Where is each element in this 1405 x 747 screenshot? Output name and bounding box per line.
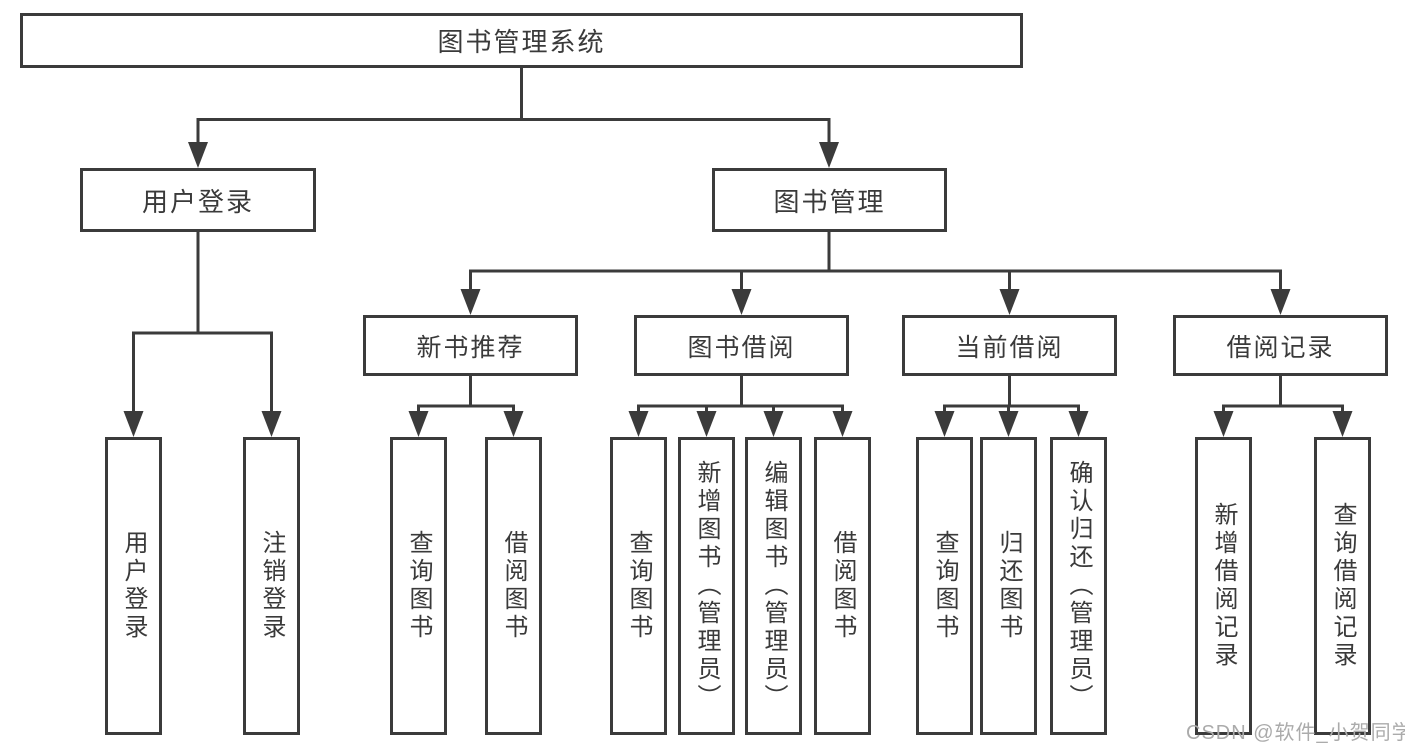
node-book-management: 图书管理 xyxy=(712,168,947,232)
node-library-management-system: 图书管理系统 xyxy=(20,13,1023,68)
leaf-user-login: 用户登录 xyxy=(105,437,162,735)
leaf-query-books-current: 查询图书 xyxy=(916,437,973,735)
leaf-add-borrow-record: 新增借阅记录 xyxy=(1195,437,1252,735)
leaf-return-books: 归还图书 xyxy=(980,437,1037,735)
connector-user-login-to-leaves xyxy=(123,232,282,437)
leaf-borrow-books-recommend: 借阅图书 xyxy=(485,437,542,735)
leaf-borrow-books: 借阅图书 xyxy=(814,437,871,735)
connector-book-management-to-level3 xyxy=(460,232,1291,315)
connector-root-to-level2 xyxy=(188,68,839,168)
leaf-edit-books-admin: 编辑图书（管理员） xyxy=(745,437,802,735)
leaf-query-books-recommend: 查询图书 xyxy=(390,437,447,735)
node-borrow-records: 借阅记录 xyxy=(1173,315,1388,376)
connector-borrow-records-to-leaves xyxy=(1213,376,1353,437)
leaf-query-books-borrow: 查询图书 xyxy=(610,437,667,735)
node-current-borrow: 当前借阅 xyxy=(902,315,1117,376)
csdn-watermark: CSDN @软件_小贺同学 xyxy=(1186,722,1405,744)
connector-new-books-to-leaves xyxy=(408,376,524,437)
leaf-add-books-admin: 新增图书（管理员） xyxy=(678,437,735,735)
node-new-book-recommend: 新书推荐 xyxy=(363,315,578,376)
node-book-borrow: 图书借阅 xyxy=(634,315,849,376)
leaf-confirm-return-admin: 确认归还（管理员） xyxy=(1050,437,1107,735)
leaf-query-borrow-record: 查询借阅记录 xyxy=(1314,437,1371,735)
connector-book-borrow-to-leaves xyxy=(628,376,853,437)
node-user-login: 用户登录 xyxy=(80,168,316,232)
leaf-logout: 注销登录 xyxy=(243,437,300,735)
connector-current-borrow-to-leaves xyxy=(934,376,1089,437)
